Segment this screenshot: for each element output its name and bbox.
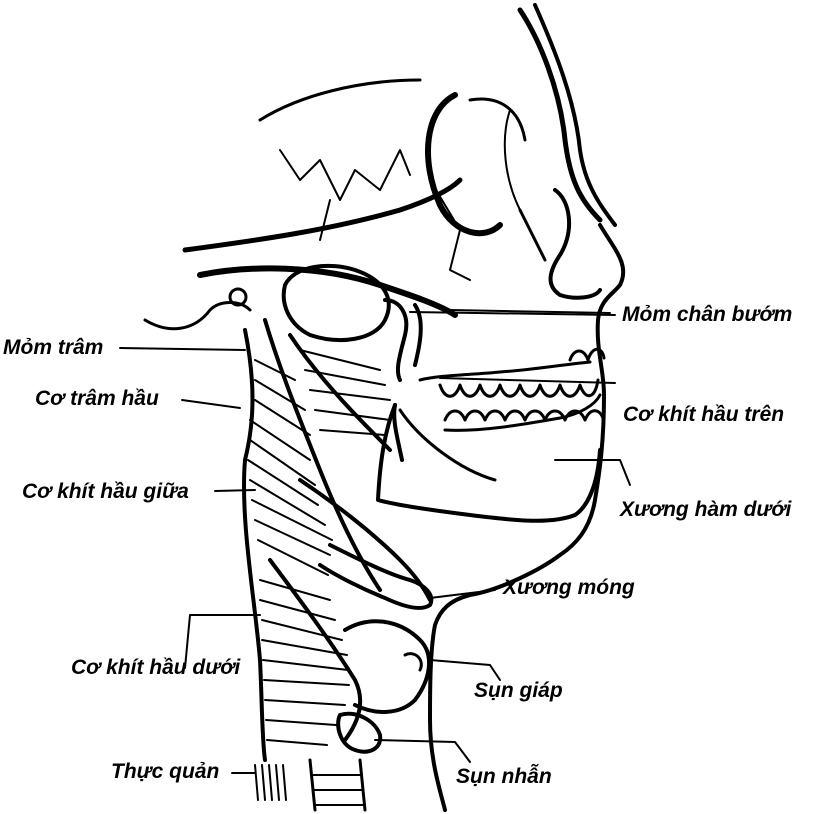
label-sun-nhan: Sụn nhẫn [456,766,552,787]
label-xuong-mong: Xương móng [503,577,635,598]
mandible [378,405,600,521]
label-thuc-quan: Thực quản [111,761,219,782]
cricoid-cartilage [338,714,380,752]
trachea-esophagus [255,760,365,810]
label-co-khit-hau-giua: Cơ khít hầu giữa [22,481,189,502]
label-co-tram-hau: Cơ trâm hầu [35,388,159,409]
label-sun-giap: Sụn giáp [474,680,563,701]
face-profile [430,190,623,810]
lower-teeth [445,395,603,430]
label-co-khit-hau-duoi: Cơ khít hầu dưới [71,657,240,678]
thyroid-cartilage [345,621,429,712]
leader-lines [120,312,630,773]
skull-outline [185,5,615,280]
label-xuong-ham-duoi: Xương hàm dưới [620,499,791,520]
label-co-khit-hau-tren: Cơ khít hầu trên [623,404,784,425]
zygomatic-arch [145,268,455,328]
upper-teeth [420,349,604,396]
pharyngeal-muscles [244,320,430,760]
label-mom-chan-buom: Mỏm chân bướm [622,304,792,325]
orbit [428,95,525,233]
label-mom-tram: Mỏm trâm [3,337,103,358]
